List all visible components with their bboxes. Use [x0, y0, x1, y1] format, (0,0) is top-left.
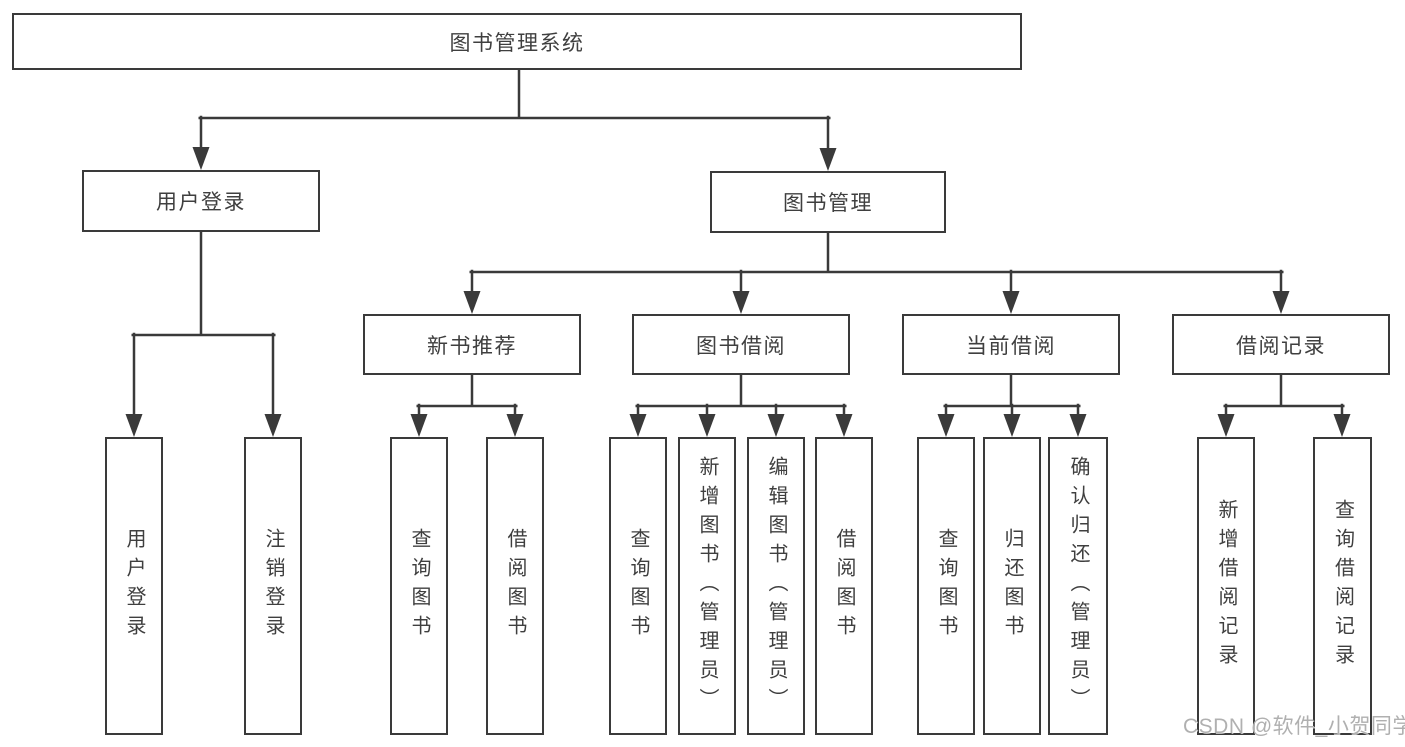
node-bb-add: 新增图书（管理员）	[678, 437, 736, 735]
arrowhead-icon	[125, 414, 143, 437]
node-br-query: 查询借阅记录	[1313, 437, 1372, 735]
node-user-login: 用户登录	[82, 170, 320, 232]
node-borrow-records: 借阅记录	[1172, 314, 1390, 375]
node-label-bb-borrow: 借阅图书	[833, 528, 855, 644]
arrowhead-icon	[937, 414, 955, 437]
node-cb-query: 查询图书	[917, 437, 975, 735]
edge-group-4	[635, 373, 847, 423]
arrowhead-icon	[410, 414, 428, 437]
node-bb-query: 查询图书	[609, 437, 667, 735]
edge-group-3	[416, 373, 518, 423]
arrowhead-icon	[506, 414, 524, 437]
node-label-book-borrow: 图书借阅	[696, 334, 786, 358]
node-login: 用户登录	[105, 437, 163, 735]
arrowhead-icon	[835, 414, 853, 437]
node-label-bb-query: 查询图书	[627, 528, 649, 644]
node-bb-borrow: 借阅图书	[815, 437, 873, 735]
arrowhead-icon	[819, 148, 837, 171]
arrowhead-icon	[1069, 414, 1087, 437]
node-root: 图书管理系统	[12, 13, 1022, 70]
arrowhead-icon	[767, 414, 785, 437]
arrowhead-icon	[1003, 414, 1021, 437]
node-bb-edit: 编辑图书（管理员）	[747, 437, 805, 735]
arrowhead-icon	[264, 414, 282, 437]
arrowhead-icon	[732, 291, 750, 314]
node-label-cb-return: 归还图书	[1001, 528, 1023, 644]
node-label-rec-borrow: 借阅图书	[504, 528, 526, 644]
node-book-mgmt: 图书管理	[710, 171, 946, 233]
node-label-user-login: 用户登录	[156, 191, 246, 214]
edge-group-5	[943, 373, 1081, 423]
edge-group-2	[469, 231, 1284, 300]
arrowhead-icon	[1272, 291, 1290, 314]
node-br-add: 新增借阅记录	[1197, 437, 1255, 735]
node-label-bb-edit: 编辑图书（管理员）	[765, 455, 787, 717]
arrowhead-icon	[1002, 291, 1020, 314]
node-new-book-rec: 新书推荐	[363, 314, 581, 375]
node-label-cb-confirm: 确认归还（管理员）	[1067, 455, 1089, 717]
node-label-rec-query: 查询图书	[408, 528, 430, 644]
arrowhead-icon	[1217, 414, 1235, 437]
arrowhead-icon	[629, 414, 647, 437]
node-label-br-query: 查询借阅记录	[1331, 499, 1354, 673]
node-label-borrow-records: 借阅记录	[1236, 334, 1326, 358]
csdn-watermark: CSDN @软件_小贺同学	[1183, 715, 1405, 738]
edge-group-6	[1223, 373, 1345, 423]
node-label-bb-add: 新增图书（管理员）	[696, 455, 718, 717]
node-label-book-mgmt: 图书管理	[783, 192, 873, 215]
edge-group-1	[131, 230, 276, 423]
node-label-login: 用户登录	[123, 528, 145, 644]
node-rec-query: 查询图书	[390, 437, 448, 735]
arrowhead-icon	[1333, 414, 1351, 437]
node-rec-borrow: 借阅图书	[486, 437, 544, 735]
node-label-current-borrow: 当前借阅	[966, 334, 1056, 358]
node-label-new-book-rec: 新书推荐	[427, 334, 517, 358]
node-cb-return: 归还图书	[983, 437, 1041, 735]
node-label-logout: 注销登录	[262, 528, 284, 644]
node-book-borrow: 图书借阅	[632, 314, 850, 375]
node-label-root: 图书管理系统	[449, 31, 585, 55]
node-label-br-add: 新增借阅记录	[1215, 499, 1237, 673]
edge-group-0	[198, 68, 831, 157]
node-current-borrow: 当前借阅	[902, 314, 1120, 375]
node-logout: 注销登录	[244, 437, 302, 735]
arrowhead-icon	[192, 147, 210, 170]
node-label-cb-query: 查询图书	[935, 528, 957, 644]
node-cb-confirm: 确认归还（管理员）	[1048, 437, 1108, 735]
arrowhead-icon	[698, 414, 716, 437]
arrowhead-icon	[463, 291, 481, 314]
